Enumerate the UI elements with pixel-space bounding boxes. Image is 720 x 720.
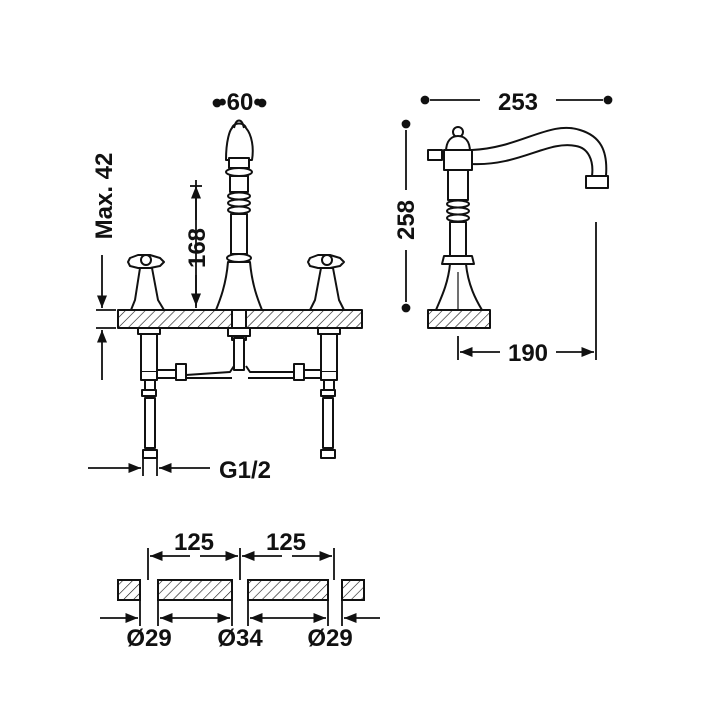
- left-cross-handle: [127, 254, 165, 311]
- side-height-label: 258: [393, 200, 420, 240]
- side-depth-label: 253: [498, 89, 538, 116]
- side-dimensions: [401, 95, 613, 360]
- side-spout: [471, 126, 608, 177]
- central-spout-body: [215, 119, 263, 311]
- max-deck-label: Max. 42: [91, 153, 118, 240]
- spacing-right-label: 125: [266, 529, 306, 556]
- body-height-label: 168: [184, 228, 211, 268]
- front-dimensions: [88, 98, 267, 476]
- tap-front-view: [117, 119, 363, 459]
- spacing-left-label: 125: [174, 529, 214, 556]
- connecting-hoses: [157, 363, 321, 381]
- central-tailpiece: [227, 309, 251, 371]
- dimension-dot: [212, 98, 222, 108]
- hole-center-label: Ø34: [217, 625, 263, 652]
- right-cross-handle: [307, 254, 345, 311]
- hole-left-label: Ø29: [126, 625, 171, 652]
- left-valve-body: [137, 327, 161, 459]
- spout-width-label: •60•: [218, 89, 262, 116]
- hole-right-label: Ø29: [307, 625, 352, 652]
- dimension-dot: [257, 98, 267, 108]
- side-deck: [427, 309, 491, 329]
- deck-section: [117, 579, 365, 601]
- thread-label: G1/2: [219, 457, 271, 484]
- tap-side-view: [427, 126, 609, 329]
- deck-dimensions: [100, 548, 380, 626]
- side-reach-label: 190: [508, 340, 548, 367]
- right-valve-body: [317, 327, 341, 459]
